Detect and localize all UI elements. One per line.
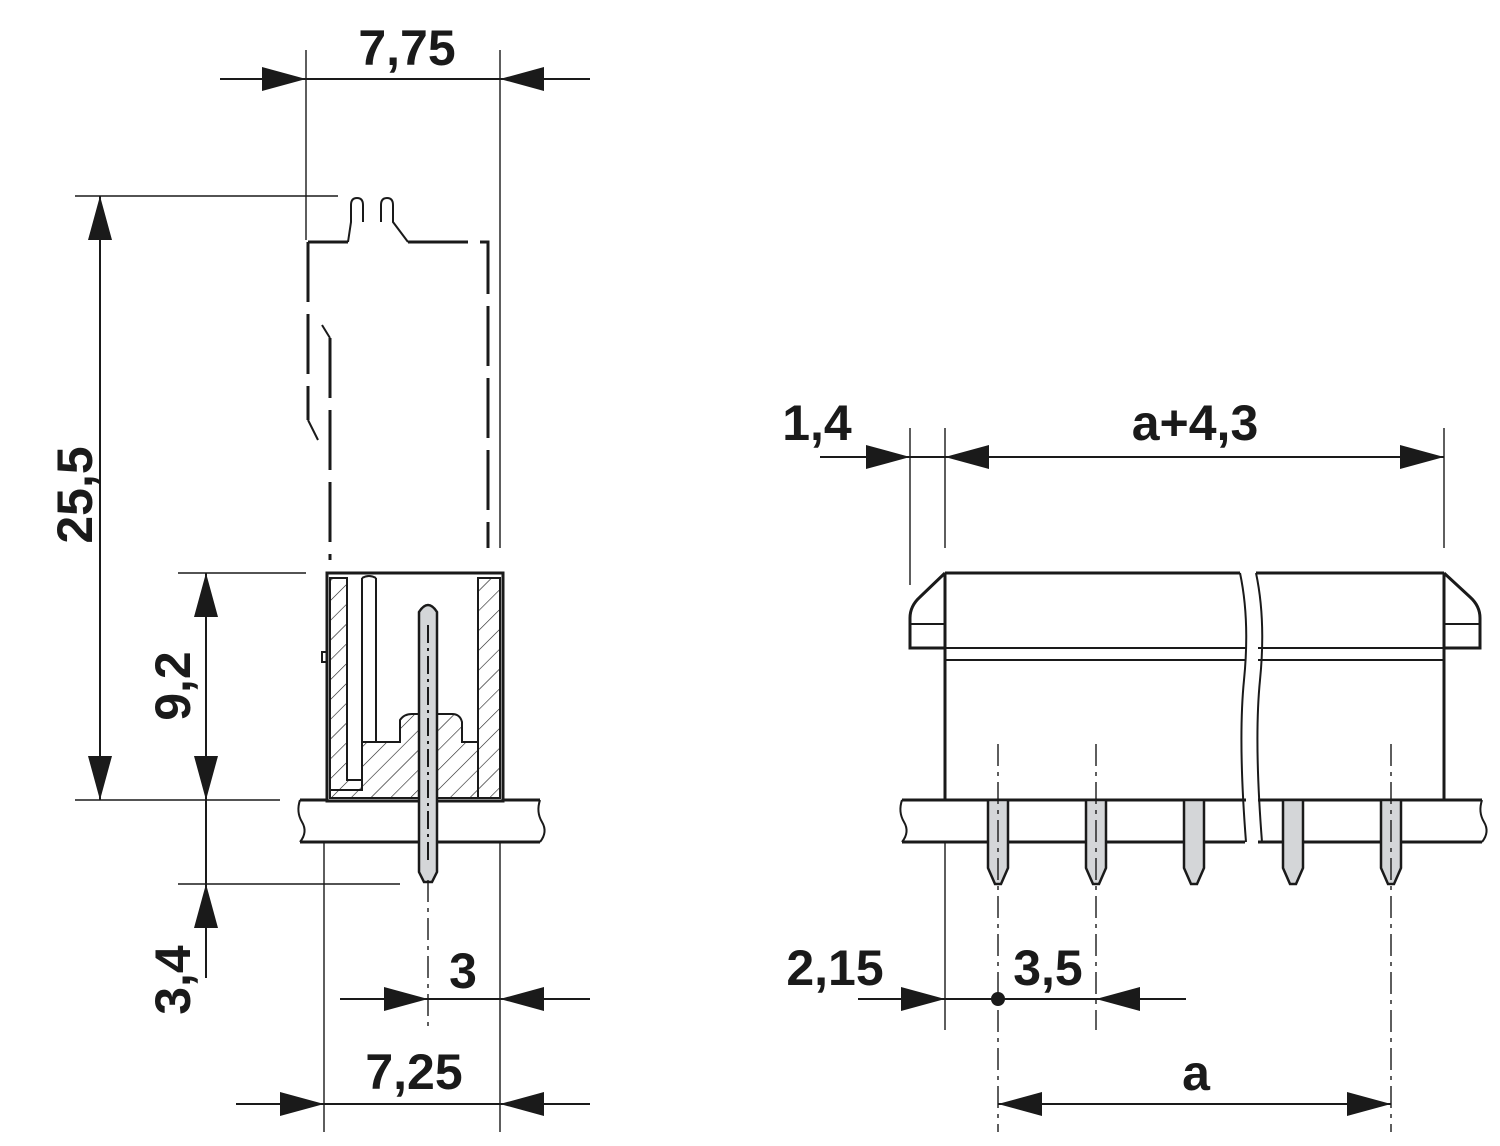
front-dimension-lines xyxy=(820,445,1444,1116)
dim-first-pin: 2,15 xyxy=(786,940,883,996)
pin-3 xyxy=(1182,798,1206,886)
side-extension-lines xyxy=(75,50,501,1132)
dim-overall-length: a+4,3 xyxy=(1132,395,1259,451)
dim-pin-length: 3,4 xyxy=(145,945,201,1015)
front-view: 1,4 a+4,3 2,15 3,5 a xyxy=(782,395,1488,1132)
mating-plug-outline xyxy=(306,196,490,560)
dim-flange: 1,4 xyxy=(782,395,852,451)
pins-front xyxy=(986,798,1403,886)
pin-4 xyxy=(1281,798,1305,886)
contact-pin-side xyxy=(417,603,439,884)
dim-pitch: 3,5 xyxy=(1013,940,1083,996)
dim-height-total: 25,5 xyxy=(47,446,103,543)
housing-section xyxy=(321,571,505,803)
dim-height-body: 9,2 xyxy=(145,651,201,721)
side-view: 7,75 25,5 9,2 3,4 3 7,25 xyxy=(47,20,590,1132)
dim-width-top: 7,75 xyxy=(358,20,455,76)
front-extension-lines xyxy=(909,428,1445,1030)
pin-centerlines-front xyxy=(997,744,1392,1132)
side-dimension-lines xyxy=(88,67,590,1116)
dim-pin-offset: 3 xyxy=(449,943,477,999)
dim-width-bottom: 7,25 xyxy=(365,1044,462,1100)
dim-pin-span: a xyxy=(1182,1045,1211,1101)
